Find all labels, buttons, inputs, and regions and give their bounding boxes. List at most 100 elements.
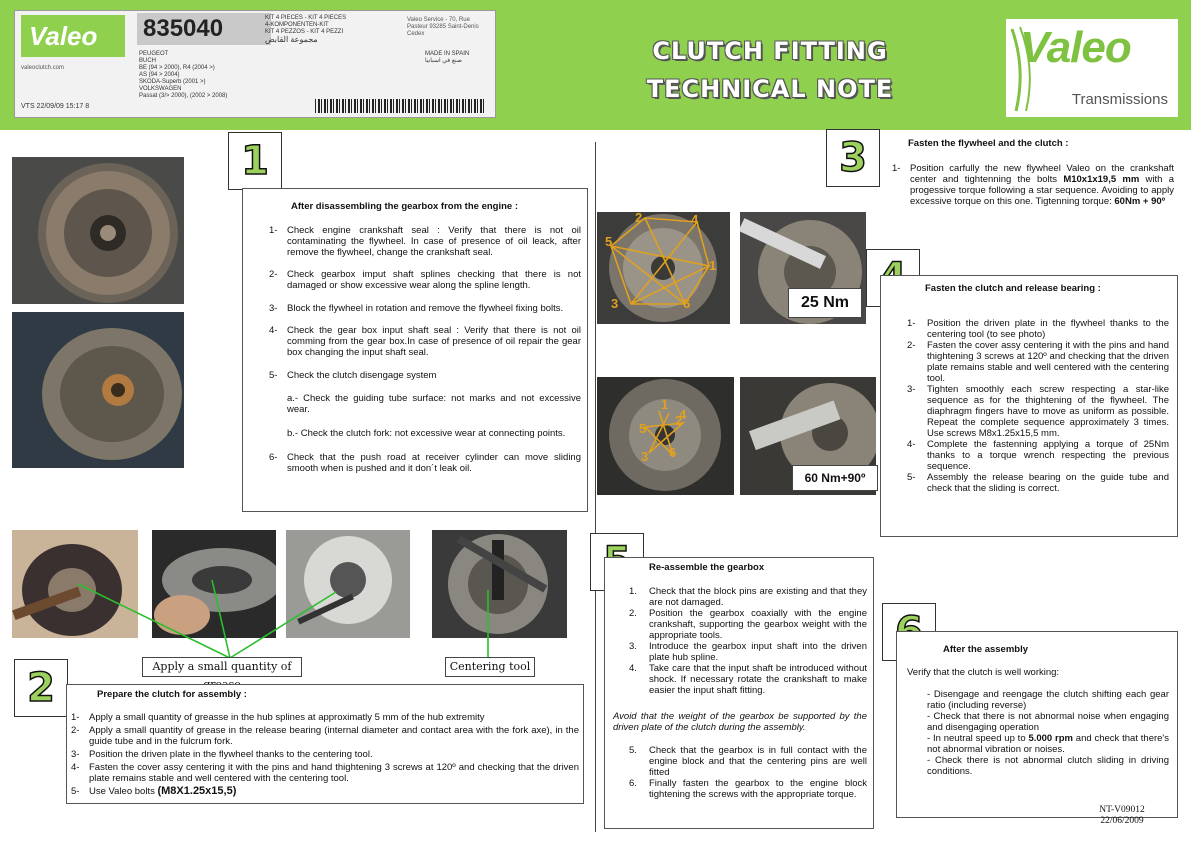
section-number-text: 2 [26,664,55,712]
rpm-value: 5.000 rpm [1028,733,1073,744]
list-item-text: Check the clutch disengage system [287,370,437,381]
sequence-number: 2 [635,212,642,225]
list-item: 6-Check that the push road at receiver c… [269,452,581,474]
label-kit-line: مجموعة القابض [265,35,318,44]
section-2-box: Prepare the clutch for assembly : 1-Appl… [66,684,584,804]
hub-splines-photo [286,530,410,638]
list-item: 1- Position carfully the new flywheel Va… [878,163,1174,207]
list-item-number: 1- [892,163,901,174]
text-part: - In neutral speed up to [927,733,1029,744]
section-2-title: Prepare the clutch for assembly : [97,689,247,700]
gearbox-illustration [12,312,184,468]
label-logo-text: Valeo [29,21,98,51]
label-made-in: MADE IN SPAIN صنع في اسبانيا [425,51,469,65]
list-item-text: Fasten the cover assy centering it with … [927,340,1169,384]
list-item: 1.Check that the block pins are existing… [629,586,867,608]
list-item-number: 2- [907,340,916,351]
list-item: 1-Check engine crankshaft seal : Verify … [269,225,581,258]
centering-tool-photo [432,530,567,638]
list-item: 2- Check gearbox imput shaft splines chec… [269,269,581,291]
section-5-list-2: 5.Check that the gearbox is in full cont… [629,745,867,800]
list-item-number: 5- [907,472,916,483]
list-item: 1-Apply a small quantity of greasse in t… [71,712,579,723]
list-item: 6. Finally fasten the gearbox to the engi… [629,778,867,800]
section-5-list: 1.Check that the block pins are existing… [629,586,867,696]
label-vehicle: VOLKSWAGEN [139,86,182,92]
list-item-text: Finally fasten the gearbox to the engine… [649,778,867,800]
section-3-box: Fasten the flywheel and the clutch : 1- … [878,138,1174,209]
bolt-spec: M10x1x19,5 mm [1063,174,1140,185]
grease-bearing-photo [152,530,276,638]
label-kit-line: KIT 4 PIECES - KIT 4 PIECES [265,15,347,21]
list-item-text: Tighten smoothly each screw respecting a… [927,384,1169,439]
column-divider [595,142,596,832]
list-item: 3-Tighten smoothly each screw respecting… [907,384,1169,439]
centering-tool-illustration [432,530,567,638]
list-item-number: 5- [71,786,80,797]
list-item: 4-Complete the fastenning applying a tor… [907,439,1169,472]
product-label-image: Valeo 835040 KIT 4 PIECES - KIT 4 PIECES… [14,10,496,118]
callout-arrows [77,579,489,659]
label-vehicle: BUCH [139,58,157,64]
list-item: 3. Introduce the gearbox input shaft into… [629,641,867,663]
section-number-text: 1 [240,137,269,185]
list-item-number: 1- [71,712,80,723]
document-number: NT-V09012 [1099,805,1145,815]
list-item-text: Check gearbox imput shaft splines checki… [287,269,581,291]
label-made-text: MADE IN SPAIN [425,51,470,57]
sequence-number: 5 [639,421,646,436]
grease-hub-photo [12,530,138,638]
list-item: 5.Check that the gearbox is in full cont… [629,745,867,778]
section-4-box: Fasten the clutch and release bearing : … [880,275,1178,537]
list-item-text: Take care that the input shaft be introd… [649,663,867,696]
list-item-number: 3. [629,641,637,652]
sequence-number: 4 [691,212,699,227]
list-item-text: Introduce the gearbox input shaft into t… [649,641,867,663]
sequence-number: 4 [679,407,687,422]
flywheel-illustration [12,157,184,304]
list-item-text: Use Valeo bolts [89,786,155,797]
bolt-spec: (M8X1.25x15,5) [157,785,237,797]
list-item-text: Fasten the cover assy centering it with … [89,762,579,784]
list-item: 4.Take care that the input shaft be intr… [629,663,867,696]
list-item: 1-Position the driven plate in the flywh… [907,318,1169,340]
list-item-text: Check that the block pins are existing a… [649,586,867,608]
brand-name: Valeo [1020,23,1132,72]
section-1-box: After disassembling the gearbox from the… [242,188,588,512]
label-kit-line: KIT 4 PEZZOS - KIT 4 PEZZI [265,29,344,35]
grease-bearing-illustration [152,530,276,638]
list-item-number: 3- [71,749,80,760]
list-item: 2.Position the gearbox coaxially with th… [629,608,867,641]
list-item-text: Position the driven plate in the flywhee… [89,749,373,760]
list-item: 4-Check the gear box input shaft seal : … [269,325,581,358]
label-vehicle: SKODA-Superb (2001 >) [139,79,206,85]
list-item-number: 2- [269,269,278,280]
list-item: 3- Position the driven plate in the flywh… [71,749,579,760]
label-vehicle: BE (94 > 2000), R4 (2004 >) [139,65,215,71]
title-line: TECHNICAL NOTE [646,75,894,103]
section-2-number: 2 [14,659,68,717]
sequence-number: 1 [709,258,716,273]
section-number-text: 3 [838,134,867,182]
list-item-text: Position carfully the new flywheel Valeo… [910,163,1174,207]
list-item: 5-Check the clutch disengage system [269,370,581,381]
list-item-text: Check that the gearbox is in full contac… [649,745,867,778]
callout-centering-tool: Centering tool [445,657,535,677]
list-item-number: 3- [269,303,278,314]
section-5-note: Avoid that the weight of the gearbox be … [613,711,867,733]
list-item-text: Assembly the release bearing on the guid… [927,472,1169,494]
sequence-number: 3 [611,296,618,311]
list-item-number: 1- [907,318,916,329]
page-title: CLUTCH FITTING TECHNICAL NOTE [600,32,940,108]
list-item: 2- Fasten the cover assy centering it wit… [907,340,1169,384]
sequence-number: 1 [661,397,668,412]
list-item-number: 6. [629,778,637,789]
arrow-line [77,583,231,659]
hub-splines-illustration [286,530,410,638]
flywheel-photo [12,157,184,304]
grease-hub-illustration [12,530,138,638]
label-vehicle-list: PEUGEOT BUCH BE (94 > 2000), R4 (2004 >)… [139,51,319,100]
section-5-box: Re-assemble the gearbox 1.Check that the… [604,557,874,829]
